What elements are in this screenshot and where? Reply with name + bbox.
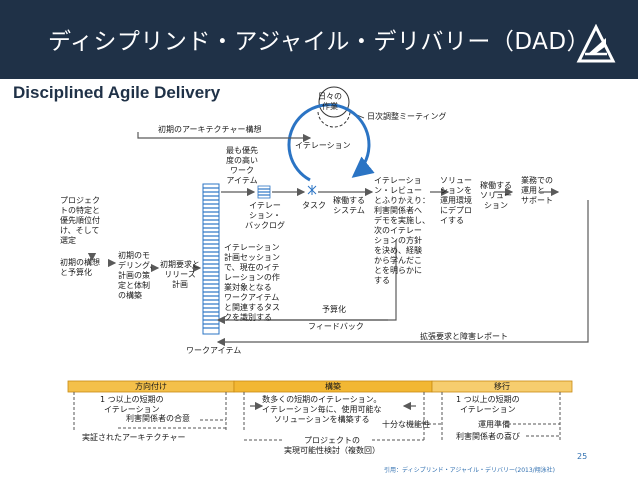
page-number: 25	[577, 452, 588, 461]
working-solution-label: 稼働する ソリュー ション	[480, 181, 512, 210]
arch-flow	[137, 132, 312, 143]
subtitle: Disciplined Agile Delivery	[13, 83, 221, 102]
phase-transition: 移行	[494, 382, 510, 391]
working-system-label: 稼働する システム	[333, 196, 365, 215]
slide-title: ディシプリンド・アジャイル・デリバリー（DAD）	[48, 29, 591, 55]
funding-label: 予算化	[322, 305, 346, 314]
daily-meeting-label: 日次調整ミーティング	[367, 112, 447, 121]
iteration-loop	[287, 103, 375, 182]
stakeholder-consensus: 利害関係者の合意	[126, 414, 190, 423]
phase-inception: 方向付け	[135, 382, 167, 391]
initial-requirements-label: 初期要求と リリース 計画	[160, 260, 200, 289]
feedback-label: フィードバック	[308, 322, 364, 331]
delighted-stakeholders: 利害関係者の喜び	[456, 432, 520, 441]
initial-modeling-label: 初期のモ デリング、 計画の策 定と体制 の構築	[118, 251, 158, 300]
operations-support-label: 業務での 運用と サポート	[521, 176, 553, 205]
phase-transition-bg	[431, 380, 573, 393]
citation: 引用：ディシプリンド・アジャイル・デリバリー(2013/翔泳社)	[384, 467, 556, 474]
transition-iterations: 1 つ以上の短期の イテレーション	[456, 395, 520, 414]
planning-session-label: イテレーション 計画セッション で、現在のイテ レーションの作 業対象となる ワ…	[224, 243, 280, 322]
phase-construction: 構築	[325, 382, 341, 391]
project-viability: プロジェクトの 実現可能性検討（複数回）	[284, 436, 380, 455]
daily-work-label: 日々の 作業	[318, 92, 342, 111]
dad-logo-icon	[576, 24, 616, 63]
enhancement-label: 拡張要求と障害レポート	[420, 332, 508, 341]
iteration-backlog-label: イテレー ション・ バックログ	[245, 201, 285, 230]
proven-architecture: 実証されたアーキテクチャー	[82, 433, 186, 442]
work-items-label: ワークアイテム	[186, 346, 242, 355]
sufficient-functionality: 十分な機能性	[382, 420, 430, 429]
construction-iterations: 数多くの短期のイテレーション。 イテレーション毎に、使用可能な ソリューションを…	[262, 395, 382, 424]
daily-work-circle	[318, 86, 350, 118]
task-label: タスク	[302, 201, 326, 210]
iteration-backlog-stack	[257, 185, 271, 199]
task-icon	[307, 185, 317, 195]
iteration-review-label: イテレーショ ン・レビュー とふりかえり： 利害関係者へ デモを実施し、 次のイ…	[374, 176, 430, 285]
header-bar: ディシプリンド・アジャイル・デリバリー（DAD）	[0, 0, 638, 79]
release-solution-label: ソリュー ションを 運用環境 にデプロ イする	[440, 176, 472, 225]
iteration-label: イテレーション	[295, 141, 351, 150]
enhancement-loop	[216, 200, 589, 347]
production-ready: 運用準備	[478, 420, 510, 429]
inception-iterations: 1 つ以上の短期の イテレーション	[100, 395, 164, 414]
highest-priority-label: 最も優先 度の高い ワーク アイテム	[226, 146, 258, 185]
project-identification-label: プロジェク トの特定と 優先順位付 け、そして 選定	[60, 196, 100, 245]
phase-bar	[67, 380, 573, 393]
initial-vision-label: 初期の構想 と予算化	[60, 258, 100, 277]
daily-loop-arc	[317, 109, 351, 128]
initial-architecture-label: 初期のアーキテクチャー構想	[158, 125, 262, 134]
work-item-stack	[202, 183, 220, 335]
